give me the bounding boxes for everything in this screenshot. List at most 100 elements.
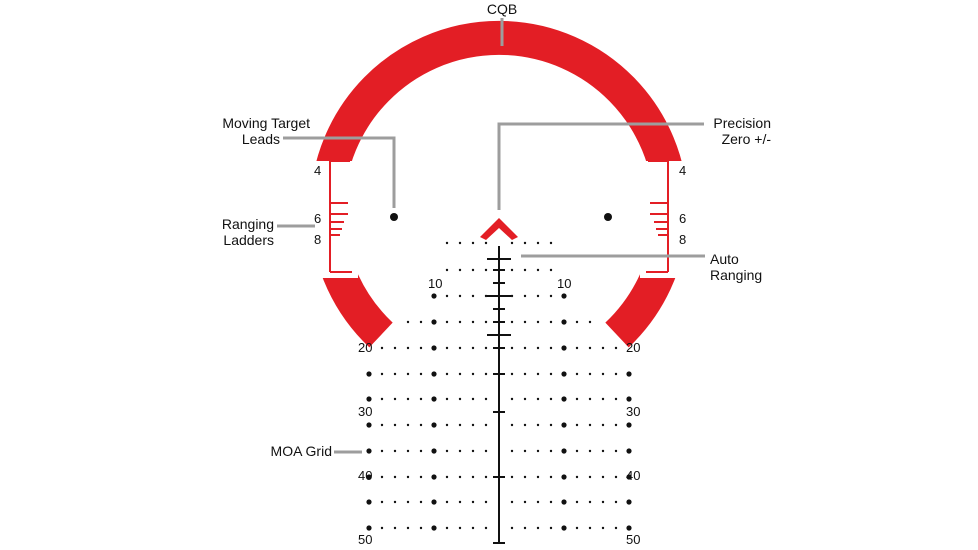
ranging-ladders-label: Ranging Ladders	[200, 216, 274, 248]
auto-line2: Ranging	[710, 267, 763, 283]
moving-target-label: Moving Target Leads	[180, 115, 310, 147]
moa-grid-dot	[471, 423, 475, 427]
moa-grid-dot	[523, 372, 527, 376]
moa-grid-dot	[471, 268, 475, 272]
grid-right-20: 20	[626, 340, 641, 355]
moa-grid-dot	[406, 346, 410, 350]
right-ranging-ladder	[646, 160, 669, 273]
moa-grid-dot	[419, 346, 423, 350]
moa-grid-dot	[588, 346, 592, 350]
moa-grid-major-dot	[561, 499, 567, 505]
moa-grid-dot	[575, 475, 579, 479]
ladder-left-8: 8	[314, 232, 322, 247]
moving-target-line2: Leads	[241, 131, 280, 147]
moa-grid-dot	[393, 475, 397, 479]
moa-dot-grid	[366, 241, 632, 531]
moa-grid-dot	[458, 320, 462, 324]
moa-grid-major-dot	[431, 345, 437, 351]
moa-grid-major-dot	[561, 293, 567, 299]
moa-grid-dot	[575, 423, 579, 427]
moa-grid-dot	[601, 423, 605, 427]
moa-grid-dot	[445, 241, 449, 245]
moa-grid-dot	[484, 372, 488, 376]
moa-grid-dot	[523, 423, 527, 427]
moa-grid-major-dot	[561, 319, 567, 325]
moa-grid-dot	[601, 475, 605, 479]
moa-grid-major-dot	[431, 448, 437, 454]
moa-grid-dot	[614, 449, 618, 453]
moa-grid-dot	[380, 346, 384, 350]
moa-grid-dot	[510, 397, 514, 401]
moa-grid-major-dot	[626, 396, 632, 402]
moa-grid-dot	[393, 397, 397, 401]
moa-grid-dot	[549, 526, 553, 530]
moa-grid-dot	[445, 346, 449, 350]
moa-grid-dot	[471, 526, 475, 530]
moa-grid-major-dot	[561, 371, 567, 377]
moa-grid-dot	[471, 372, 475, 376]
moa-grid-dot	[549, 294, 553, 298]
moa-grid-dot	[549, 449, 553, 453]
moa-grid-dot	[549, 346, 553, 350]
moa-grid-dot	[471, 449, 475, 453]
moa-grid-dot	[445, 372, 449, 376]
moa-grid-dot	[549, 372, 553, 376]
moa-grid-dot	[510, 500, 514, 504]
ladder-right-4: 4	[679, 163, 687, 178]
moa-grid-major-dot	[431, 474, 437, 480]
moa-grid-dot	[536, 423, 540, 427]
moa-grid-dot	[419, 475, 423, 479]
moa-grid-dot	[445, 475, 449, 479]
moa-grid-dot	[406, 526, 410, 530]
moa-grid-dot	[380, 372, 384, 376]
moa-grid-dot	[393, 449, 397, 453]
moa-grid-dot	[406, 423, 410, 427]
precision-line2: Zero +/-	[721, 131, 771, 147]
moa-grid-dot	[484, 268, 488, 272]
moa-grid-major-dot	[366, 499, 372, 505]
moa-grid-dot	[484, 346, 488, 350]
moa-grid-major-dot	[366, 448, 372, 454]
moa-grid-major-dot	[561, 422, 567, 428]
moa-grid-dot	[406, 500, 410, 504]
moa-grid-dot	[614, 397, 618, 401]
moa-grid-dot	[484, 320, 488, 324]
moa-grid-dot	[536, 346, 540, 350]
moa-grid-dot	[445, 526, 449, 530]
moa-grid-dot	[575, 449, 579, 453]
moa-grid-dot	[575, 397, 579, 401]
moa-grid-major-dot	[561, 525, 567, 531]
moa-grid-dot	[523, 320, 527, 324]
moa-grid-dot	[523, 526, 527, 530]
moa-grid-dot	[471, 397, 475, 401]
moa-grid-dot	[419, 500, 423, 504]
grid-right-30: 30	[626, 404, 641, 419]
grid-left-50: 50	[358, 532, 373, 547]
ranging-line2: Ladders	[223, 232, 274, 248]
moa-grid-dot	[406, 397, 410, 401]
ladder-right-6: 6	[679, 211, 687, 226]
moa-grid-dot	[445, 500, 449, 504]
moa-grid-dot	[523, 475, 527, 479]
moa-grid-dot	[510, 294, 514, 298]
moving-target-line1: Moving Target	[222, 115, 310, 131]
left-ranging-ladder	[329, 160, 352, 273]
moa-grid-dot	[575, 526, 579, 530]
ranging-line1: Ranging	[221, 216, 274, 232]
moa-grid-major-dot	[431, 525, 437, 531]
moa-grid-dot	[614, 526, 618, 530]
auto-ranging-label: Auto Ranging	[710, 251, 790, 283]
moa-grid-dot	[536, 372, 540, 376]
moa-grid-dot	[484, 397, 488, 401]
moa-grid-dot	[458, 475, 462, 479]
moa-grid-major-dot	[626, 448, 632, 454]
moa-grid-dot	[458, 526, 462, 530]
moa-grid-dot	[406, 320, 410, 324]
moa-grid-major-dot	[561, 448, 567, 454]
moa-grid-dot	[588, 449, 592, 453]
moa-grid-dot	[549, 268, 553, 272]
moa-grid-dot	[588, 372, 592, 376]
moa-grid-dot	[549, 423, 553, 427]
moa-grid-dot	[445, 397, 449, 401]
